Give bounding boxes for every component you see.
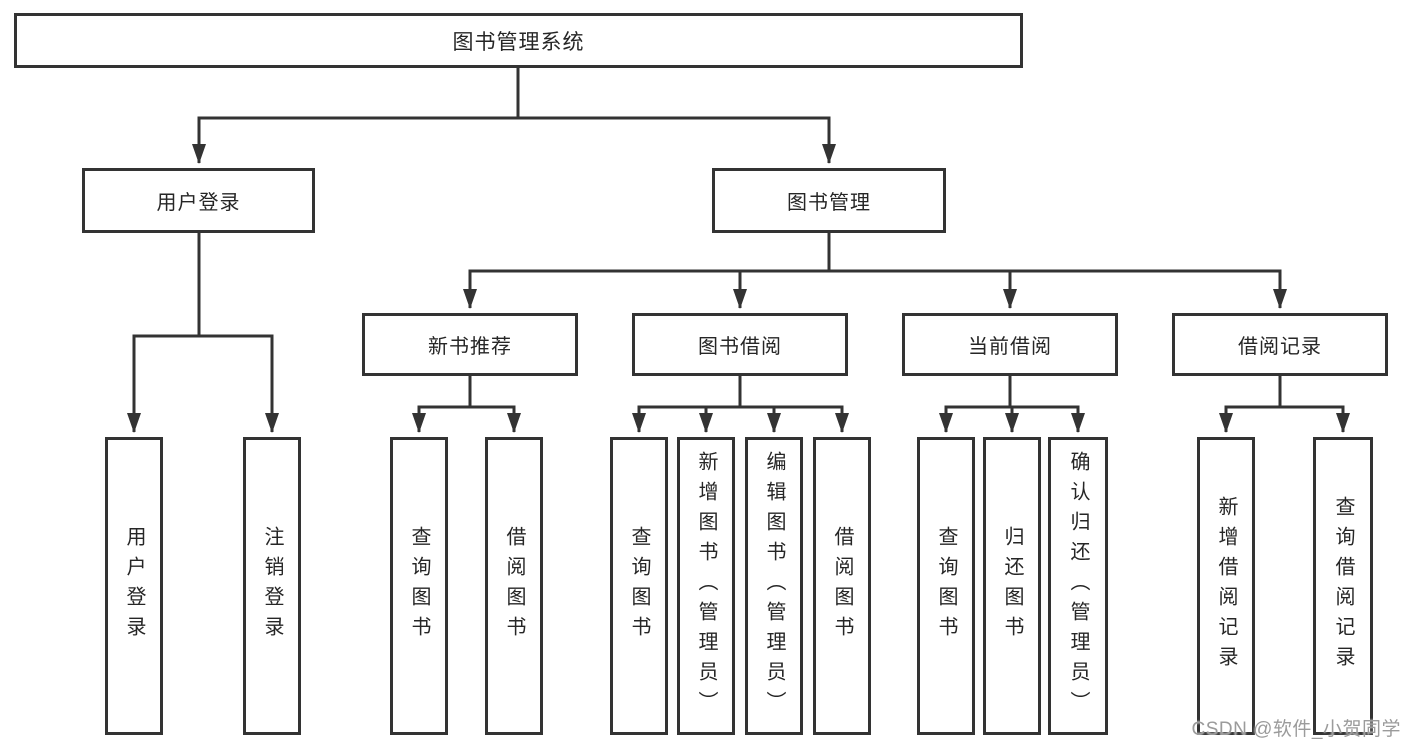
node-label: 用户登录 <box>156 192 241 214</box>
node-user-login: 用户登录 <box>82 168 315 233</box>
node-label: 借阅记录 <box>1238 336 1322 358</box>
node-label: 图书借阅 <box>698 336 782 358</box>
leaf-label: 确认归还（管理员） <box>1067 451 1089 721</box>
leaf-label: 新增图书（管理员） <box>695 451 717 721</box>
leaf-edit-book-admin: 编辑图书（管理员） <box>745 437 803 735</box>
node-new-book-recommend: 新书推荐 <box>362 313 578 376</box>
leaf-add-borrow-record: 新增借阅记录 <box>1197 437 1255 735</box>
node-library-management-system: 图书管理系统 <box>14 13 1023 68</box>
leaf-label: 借阅图书 <box>503 526 525 646</box>
leaf-label: 用户登录 <box>123 526 145 646</box>
node-label: 新书推荐 <box>428 336 512 358</box>
node-label: 图书管理系统 <box>452 30 585 54</box>
leaf-label: 编辑图书（管理员） <box>763 451 785 721</box>
leaf-query-book-recommend: 查询图书 <box>390 437 448 735</box>
leaf-borrow-book-recommend: 借阅图书 <box>485 437 543 735</box>
node-book-management: 图书管理 <box>712 168 946 233</box>
leaf-label: 借阅图书 <box>831 526 853 646</box>
leaf-logout: 注销登录 <box>243 437 301 735</box>
leaf-user-login: 用户登录 <box>105 437 163 735</box>
leaf-query-borrow-record: 查询借阅记录 <box>1313 437 1373 735</box>
leaf-confirm-return-admin: 确认归还（管理员） <box>1048 437 1108 735</box>
leaf-add-book-admin: 新增图书（管理员） <box>677 437 735 735</box>
node-current-borrow: 当前借阅 <box>902 313 1118 376</box>
node-borrow-records: 借阅记录 <box>1172 313 1388 376</box>
leaf-label: 查询图书 <box>408 526 430 646</box>
node-label: 图书管理 <box>787 192 871 214</box>
leaf-label: 查询借阅记录 <box>1332 496 1354 676</box>
node-book-borrow: 图书借阅 <box>632 313 848 376</box>
leaf-label: 注销登录 <box>261 526 283 646</box>
leaf-return-book: 归还图书 <box>983 437 1041 735</box>
leaf-label: 新增借阅记录 <box>1215 496 1237 676</box>
leaf-label: 归还图书 <box>1001 526 1023 646</box>
leaf-query-book-borrow: 查询图书 <box>610 437 668 735</box>
node-label: 当前借阅 <box>968 336 1052 358</box>
leaf-label: 查询图书 <box>935 526 957 646</box>
leaf-label: 查询图书 <box>628 526 650 646</box>
csdn-watermark: CSDN @软件_小贺同学 <box>1191 719 1401 740</box>
leaf-borrow-book: 借阅图书 <box>813 437 871 735</box>
leaf-query-book-current: 查询图书 <box>917 437 975 735</box>
